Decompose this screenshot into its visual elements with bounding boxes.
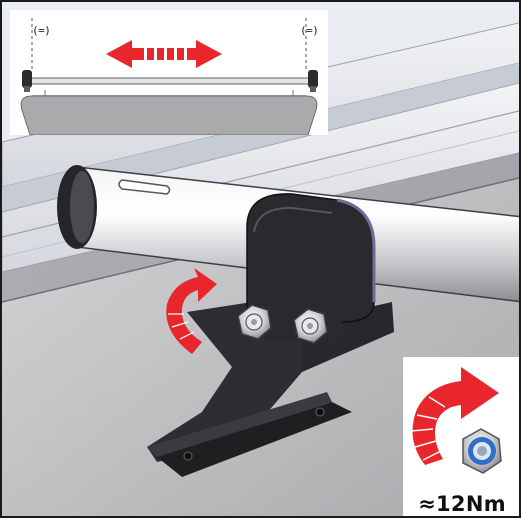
torque-value-label: ≈12Nm bbox=[418, 492, 506, 516]
right-equal-marker: (=) bbox=[300, 24, 319, 37]
width-adjust-diagram bbox=[10, 10, 328, 136]
double-headed-arrow-icon bbox=[106, 40, 222, 68]
lock-nut-icon bbox=[462, 428, 502, 474]
width-adjust-inset: (=) (=) bbox=[10, 10, 328, 136]
curved-rotation-arrow-icon bbox=[166, 268, 217, 354]
tube-clamp bbox=[246, 193, 376, 342]
clamp-nut-left bbox=[237, 304, 272, 340]
mounting-foot bbox=[147, 302, 394, 477]
clamp-nut-right bbox=[293, 308, 328, 344]
torque-wrench-arrow-icon bbox=[410, 367, 499, 465]
torque-diagram bbox=[403, 357, 519, 516]
left-equal-marker: (=) bbox=[32, 24, 51, 37]
torque-inset bbox=[403, 357, 519, 516]
